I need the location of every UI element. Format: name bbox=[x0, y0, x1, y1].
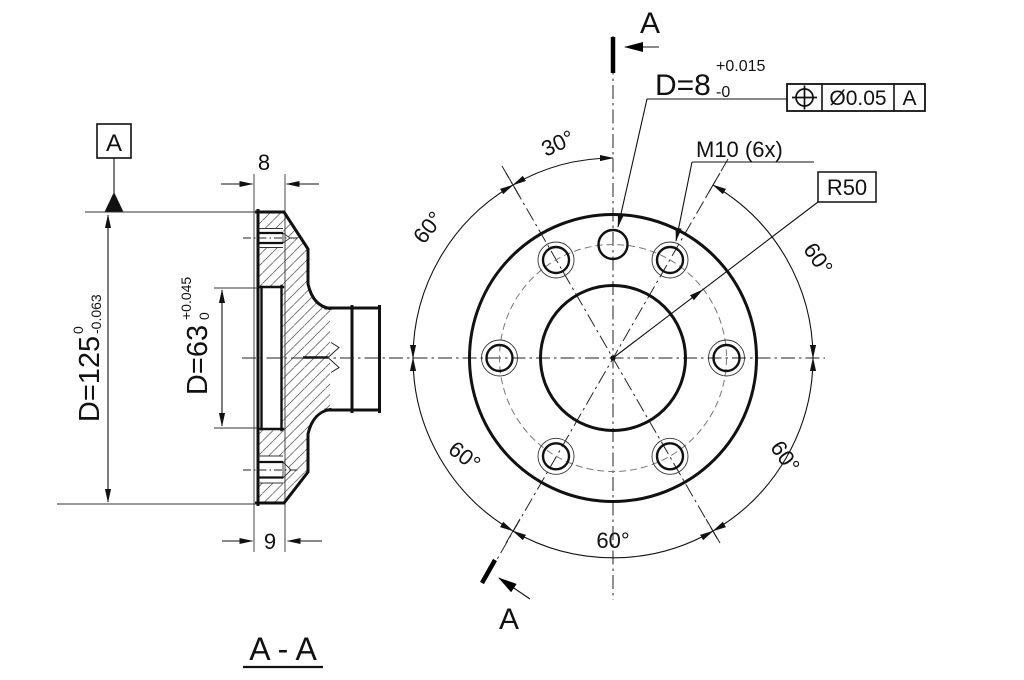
d8-tol-lower: -0 bbox=[716, 84, 730, 101]
bore-circle bbox=[539, 284, 687, 432]
center-point bbox=[610, 355, 616, 361]
thread-callout: M10 (6x) bbox=[696, 137, 783, 162]
dim-rim-thickness: 8 bbox=[221, 150, 319, 188]
radius-callout: R50 bbox=[827, 175, 867, 200]
datum-label: A bbox=[106, 130, 122, 157]
dim-d125-tol-upper: 0 bbox=[70, 326, 86, 334]
angle-60-lower-left: 60° bbox=[444, 436, 486, 476]
thread-callout-group: M10 (6x) bbox=[675, 137, 814, 242]
axis-60deg bbox=[487, 158, 729, 576]
cutting-plane-top: A bbox=[610, 7, 660, 73]
cutting-plane-bottom: A bbox=[480, 558, 531, 636]
radius-callout-group: R50 bbox=[610, 171, 877, 361]
pin-hole-callout: D=8 +0.015 -0 bbox=[617, 58, 787, 228]
dim-d125-tol-lower: -0.063 bbox=[88, 294, 104, 334]
dim-recess-depth: 9 bbox=[222, 529, 322, 554]
dim-8-label: 8 bbox=[258, 150, 270, 175]
angle-dimensions: 30° 60° 60° 60° 60° 60° bbox=[408, 125, 838, 559]
section-view: A D=125 0 -0.063 D=63 +0.045 0 bbox=[57, 123, 381, 669]
dim-outer-diameter: D=125 0 -0.063 bbox=[57, 211, 256, 505]
angle-30-label: 30° bbox=[537, 125, 578, 162]
dim-d125-value: D=125 bbox=[74, 336, 106, 422]
d8-value: D=8 bbox=[655, 69, 711, 102]
section-title: A - A bbox=[249, 631, 317, 667]
dim-bore-diameter: D=63 +0.045 0 bbox=[178, 277, 257, 429]
fcf-tolerance: Ø0.05 bbox=[829, 87, 886, 110]
feature-control-frame: Ø0.05 A bbox=[786, 83, 926, 112]
pin-hole-d8 bbox=[597, 228, 629, 261]
dim-d63-value: D=63 bbox=[182, 325, 214, 395]
dim-d63-tol-lower: 0 bbox=[196, 312, 212, 320]
dim-d63-tol-upper: +0.045 bbox=[178, 277, 194, 320]
cut-label-top: A bbox=[640, 7, 660, 40]
d8-tol-upper: +0.015 bbox=[716, 58, 765, 75]
cut-label-bottom: A bbox=[499, 603, 519, 636]
datum-feature-symbol: A bbox=[96, 123, 132, 212]
angle-60-upper-right: 60° bbox=[798, 238, 838, 280]
fcf-datum: A bbox=[902, 87, 916, 110]
front-view: 30° 60° 60° 60° 60° 60° A A D=8 +0.015 -… bbox=[242, 7, 926, 636]
dim-9-label: 9 bbox=[264, 529, 276, 554]
position-tolerance-icon bbox=[792, 85, 817, 110]
axis-120deg bbox=[501, 165, 719, 541]
angle-60-bottom: 60° bbox=[596, 528, 629, 553]
angle-60-lower-right: 60° bbox=[765, 436, 805, 478]
datum-triangle-icon bbox=[104, 192, 124, 212]
angle-60-upper-left: 60° bbox=[408, 207, 448, 249]
